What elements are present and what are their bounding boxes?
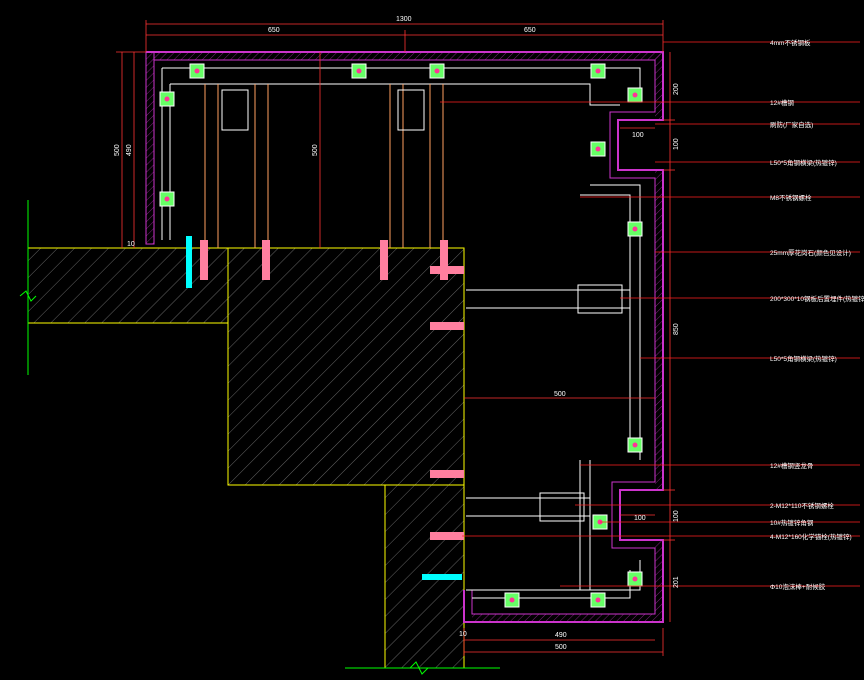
annotation-4: M8不锈钢螺栓 — [770, 193, 812, 202]
dim-right-bottom: 201 — [673, 576, 680, 588]
annotation-9: 2-M12*110不锈钢螺栓 — [770, 501, 834, 510]
dimension-texts: 1300 650 650 500 490 10 500 200 100 100 … — [114, 16, 680, 651]
dimension-lines — [116, 20, 675, 656]
annotation-10: 10#热镀锌角钢 — [770, 518, 814, 527]
vertical-mullions — [204, 84, 444, 248]
dim-bottom-small: 10 — [459, 631, 467, 638]
dim-right-top: 200 — [673, 83, 680, 95]
dim-left-inner: 490 — [126, 144, 133, 156]
annotation-7: L50*5角钢横梁(热镀锌) — [770, 354, 837, 363]
dim-left-small: 10 — [127, 241, 135, 248]
dim-mid-vertical: 500 — [312, 144, 319, 156]
annotation-0: 4mm不锈钢板 — [770, 38, 811, 47]
leader-lines — [440, 41, 860, 587]
dim-right-step2: 100 — [634, 515, 646, 522]
dim-bottom-inner: 490 — [555, 632, 567, 639]
fixing-nodes — [159, 63, 643, 608]
annotation-6: 200*300*10钢板后置埋件(热镀锌) — [770, 294, 864, 303]
dim-right-step1-h: 100 — [673, 138, 680, 150]
dim-right-step1: 100 — [632, 132, 644, 139]
dim-top-total: 1300 — [396, 16, 412, 23]
annotation-1: 12#槽钢 — [770, 98, 794, 107]
dim-right-lower: 100 — [673, 510, 680, 522]
concrete-slab — [19, 200, 500, 675]
dim-top-left: 650 — [268, 27, 280, 34]
steel-frame — [161, 67, 641, 599]
anchor-bolts — [186, 236, 464, 580]
dim-right-mid: 850 — [673, 323, 680, 335]
annotation-texts: 4mm不锈钢板 12#槽钢 刷防(厂家自选) L50*5角钢横梁(热镀锌) M8… — [770, 38, 864, 591]
annotation-5: 25mm厚花岗石(颜色见设计) — [770, 248, 851, 257]
annotation-12: Φ10泡沫棒+耐候胶 — [770, 582, 826, 591]
annotation-3: L50*5角钢横梁(热镀锌) — [770, 158, 837, 167]
dim-top-right: 650 — [524, 27, 536, 34]
annotation-2: 刷防(厂家自选) — [770, 120, 813, 129]
dim-center-horizontal: 500 — [554, 391, 566, 398]
dim-left-outer: 500 — [114, 144, 121, 156]
dim-bottom-outer: 500 — [555, 644, 567, 651]
annotation-8: 12#槽钢竖龙骨 — [770, 461, 813, 470]
annotation-11: 4-M12*160化学锚栓(热镀锌) — [770, 532, 852, 541]
